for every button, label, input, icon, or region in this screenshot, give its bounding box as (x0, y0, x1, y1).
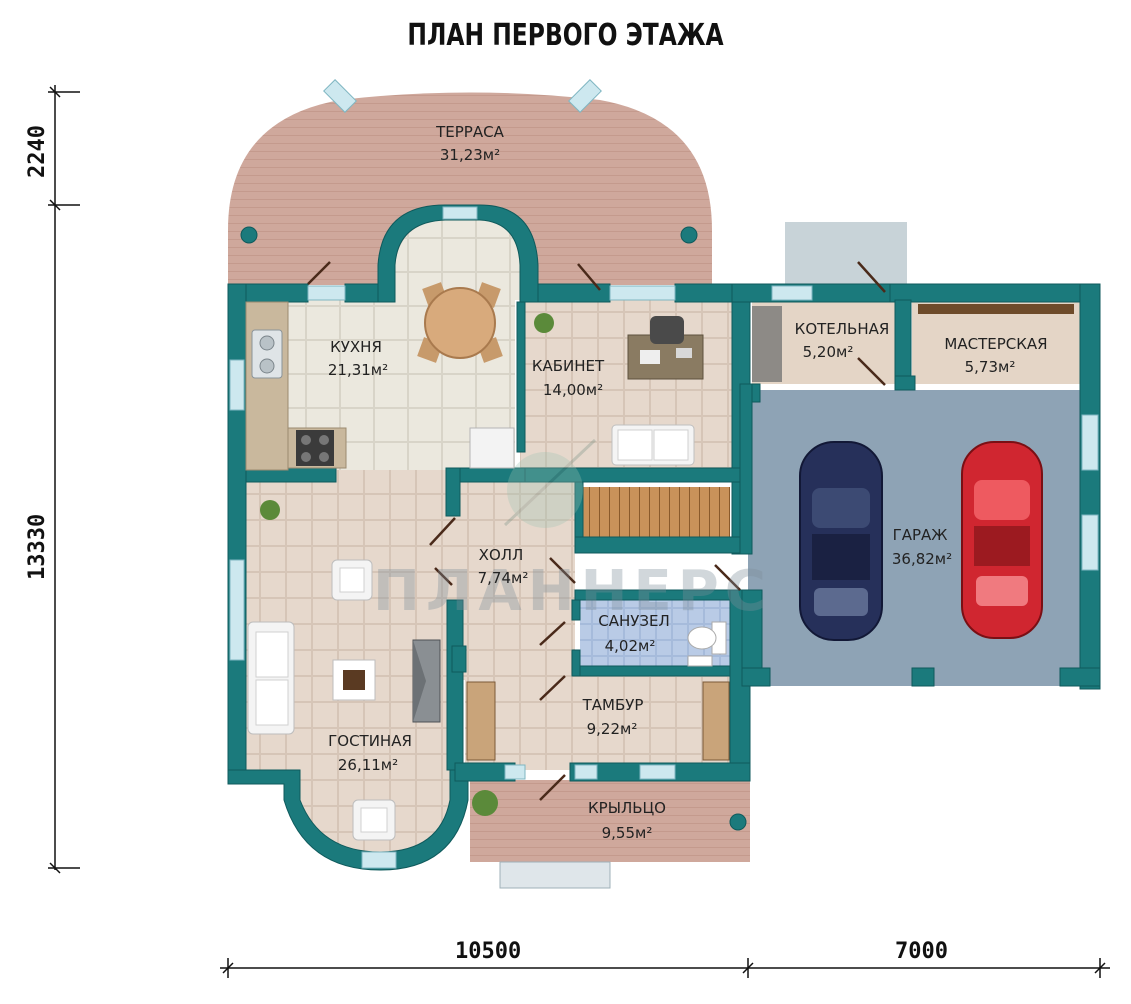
svg-text:ХОЛЛ: ХОЛЛ (479, 546, 524, 564)
svg-text:9,55м²: 9,55м² (602, 824, 653, 842)
room-label-living: ГОСТИНАЯ 26,11м² (328, 732, 412, 774)
svg-text:21,31м²: 21,31м² (328, 361, 388, 379)
kitchen-counter (245, 301, 515, 471)
svg-text:7,74м²: 7,74м² (478, 569, 529, 587)
wardrobe (466, 681, 730, 761)
sink (687, 655, 713, 667)
terrace-floor (228, 92, 712, 285)
dim-left-full: 13330 (25, 514, 50, 580)
room-label-vestibule: ТАМБУР 9,22м² (582, 696, 644, 738)
office-desk (627, 316, 704, 380)
boiler-equipment (752, 306, 782, 382)
svg-text:5,73м²: 5,73м² (965, 358, 1016, 376)
vestibule-floor (465, 676, 733, 770)
room-label-boiler: КОТЕЛЬНАЯ 5,20м² (795, 320, 890, 361)
dim-left-top: 2240 (25, 125, 50, 178)
fireplace (412, 639, 441, 723)
dim-bottom-left: 10500 (455, 939, 521, 964)
toilet (687, 621, 727, 655)
svg-text:26,11м²: 26,11м² (338, 756, 398, 774)
car-blue (799, 441, 883, 641)
dimension-lines (48, 85, 1110, 978)
svg-text:ГАРАЖ: ГАРАЖ (893, 526, 948, 544)
armchair (352, 799, 396, 841)
rocket-logo-icon (503, 438, 597, 528)
windows (229, 79, 1099, 869)
porch-step (499, 861, 611, 889)
dining-table (417, 282, 503, 363)
room-label-terrace: ТЕРРАСА 31,23м² (435, 123, 504, 164)
svg-text:КРЫЛЬЦО: КРЫЛЬЦО (588, 799, 666, 817)
staircase (580, 487, 730, 537)
watermark: ПЛАННЕРС (373, 559, 772, 624)
porch-floor (470, 780, 750, 862)
room-label-bathroom: САНУЗЕЛ 4,02м² (598, 612, 670, 655)
svg-text:КОТЕЛЬНАЯ: КОТЕЛЬНАЯ (795, 320, 890, 338)
svg-text:5,20м²: 5,20м² (803, 343, 854, 361)
dim-bottom-right: 7000 (895, 939, 948, 964)
armchair (331, 559, 373, 601)
room-label-workshop: МАСТЕРСКАЯ 5,73м² (944, 335, 1047, 376)
svg-text:36,82м²: 36,82м² (892, 550, 952, 568)
door-swings (307, 261, 886, 801)
svg-text:КАБИНЕТ: КАБИНЕТ (532, 357, 605, 375)
svg-text:КУХНЯ: КУХНЯ (330, 338, 382, 356)
svg-text:31,23м²: 31,23м² (440, 146, 500, 164)
car-red (961, 441, 1043, 639)
workshop-bench (918, 304, 1074, 314)
svg-text:ГОСТИНАЯ: ГОСТИНАЯ (328, 732, 412, 750)
room-label-kitchen: КУХНЯ 21,31м² (328, 338, 388, 379)
svg-text:ТЕРРАСА: ТЕРРАСА (435, 123, 504, 141)
svg-text:4,02м²: 4,02м² (605, 637, 656, 655)
office-sofa (611, 424, 695, 466)
kitchen-bay-floor (395, 220, 520, 300)
plan-title: ПЛАН ПЕРВОГО ЭТАЖА (407, 18, 724, 53)
coffee-table (332, 659, 376, 701)
hall-floor (450, 470, 575, 680)
living-sofa (247, 621, 295, 735)
svg-text:ТАМБУР: ТАМБУР (582, 696, 644, 714)
svg-text:14,00м²: 14,00м² (543, 381, 603, 399)
room-label-garage: ГАРАЖ 36,82м² (892, 526, 952, 568)
room-label-porch: КРЫЛЬЦО 9,55м² (588, 799, 666, 842)
svg-text:МАСТЕРСКАЯ: МАСТЕРСКАЯ (944, 335, 1047, 353)
room-label-office: КАБИНЕТ 14,00м² (532, 357, 605, 399)
svg-text:9,22м²: 9,22м² (587, 720, 638, 738)
room-label-hall: ХОЛЛ 7,74м² (478, 546, 529, 587)
boiler-exterior-pad (785, 222, 907, 286)
plant-icon (260, 313, 554, 816)
svg-text:САНУЗЕЛ: САНУЗЕЛ (598, 612, 670, 630)
